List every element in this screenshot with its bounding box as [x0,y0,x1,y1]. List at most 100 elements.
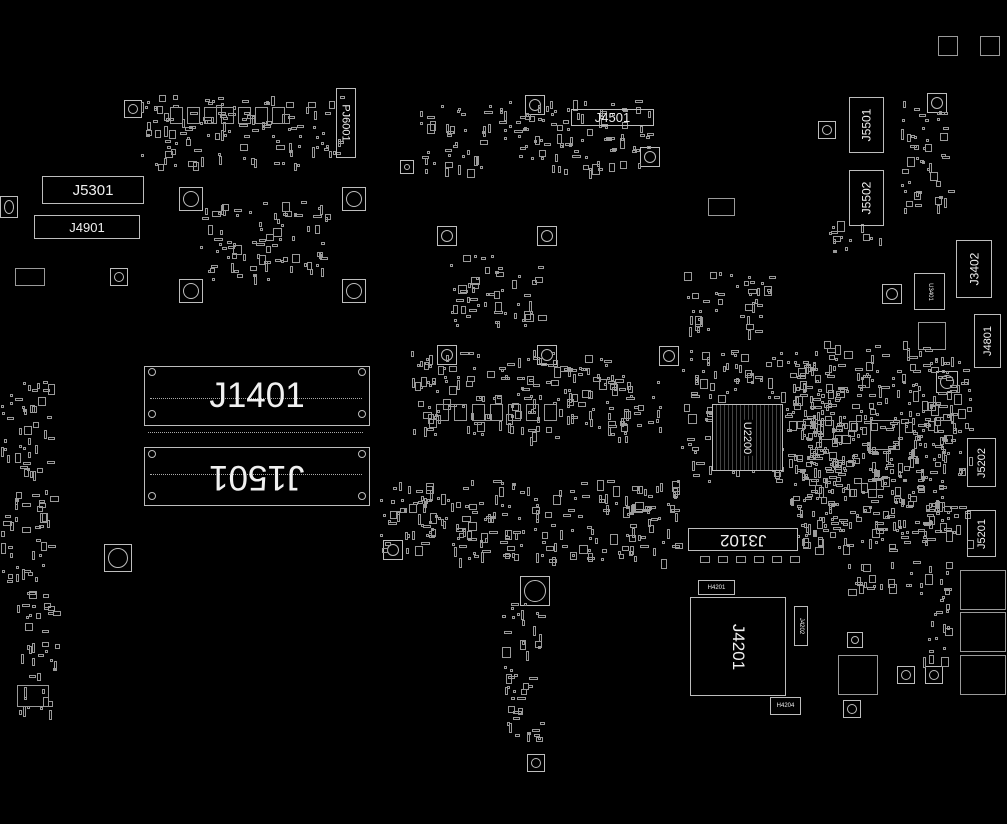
smd-pad [969,427,974,431]
smd-pad [655,418,659,424]
smd-pad [458,558,462,568]
smd-pad [741,353,750,363]
smd-pad [751,381,755,385]
smd-pad [666,502,670,506]
hole-h4201[interactable]: H4201 [698,580,735,595]
smd-pad [608,425,618,429]
smd-pad [622,545,630,551]
smd-pad [835,502,839,506]
connector-j4501[interactable]: J4501 [571,109,654,126]
smd-pad [444,161,454,168]
connector-j5502[interactable]: J5502 [849,170,884,226]
smd-pad [468,521,477,532]
connector-j5201[interactable]: J5201 [967,510,996,557]
connector-pj6001[interactable]: PJ6001 [336,88,356,158]
smd-pad [501,647,511,658]
smd-pad [865,372,869,376]
smd-pad [949,405,953,415]
hole-label: H4201 [707,584,726,591]
smd-pad [834,345,842,355]
smd-pad [252,129,260,133]
smd-pad [533,350,537,357]
connector-label: J1501 [209,457,305,497]
smd-pad [220,102,224,106]
connector-j1501[interactable]: J1501 [144,447,370,506]
connector-label: J4901 [69,219,105,235]
smd-pad [23,446,27,450]
smd-pad [275,258,282,262]
smd-pad [802,360,809,364]
smd-pad [549,558,557,563]
smd-pad [152,119,159,123]
smd-pad [829,365,833,373]
smd-pad [835,484,843,488]
connector-j4202[interactable]: J4202 [794,606,808,646]
mounting-hole [818,121,836,139]
smd-pad [458,545,467,549]
connector-j3402[interactable]: J3402 [956,240,992,298]
smd-pad [870,499,879,503]
chip-u3401[interactable]: U3401 [914,273,945,310]
smd-pad [599,357,603,361]
smd-pad [936,499,940,510]
smd-pad [901,532,905,536]
smd-pad [566,400,570,408]
smd-pad [40,707,44,711]
smd-pad [815,497,819,501]
smd-pad [804,534,808,538]
smd-pad [43,593,50,598]
connector-block [960,655,1006,695]
smd-pad [145,129,153,137]
pin-row [150,474,362,475]
smd-pad [812,415,816,419]
connector-j4801[interactable]: J4801 [974,314,1001,368]
smd-pad [735,284,739,288]
smd-pad [207,133,211,137]
smd-pad [557,134,562,145]
smd-pad [875,521,884,525]
smd-pad [145,134,151,138]
smd-pad [536,737,544,743]
smd-pad [939,405,948,409]
connector-j5501[interactable]: J5501 [849,97,884,153]
smd-pad [925,424,929,428]
connector-j4901[interactable]: J4901 [34,215,140,239]
smd-pad [0,543,7,554]
smd-pad [26,616,30,620]
smd-pad [813,415,817,425]
smd-pad [647,494,653,498]
smd-pad [832,235,842,243]
smd-pad [460,305,466,314]
smd-pad [239,144,249,152]
hole-h4204[interactable]: H4204 [770,697,801,715]
connector-j4201[interactable]: J4201 [690,597,786,696]
inductor [838,655,878,695]
smd-pad [884,467,888,471]
smd-pad [824,478,828,488]
smd-pad [890,469,895,474]
chip-u2200[interactable]: U2200 [712,404,783,471]
connector-j1401[interactable]: J1401 [144,366,370,426]
smd-pad [951,413,955,423]
smd-pad [597,426,601,430]
smd-pad [886,464,894,468]
smd-pad [207,225,214,235]
smd-pad [621,418,625,428]
smd-pad [531,507,540,515]
smd-pad [494,495,498,506]
smd-pad [530,157,534,161]
smd-pad [16,573,20,583]
smd-pad [735,363,739,370]
connector-j5301[interactable]: J5301 [42,176,144,204]
smd-pad [466,314,471,318]
smd-pad [421,542,431,546]
connector-j5202[interactable]: J5202 [967,438,996,487]
smd-pad [545,381,551,385]
smd-pad [48,436,55,440]
connector-j3102[interactable]: J3102 [688,528,798,551]
smd-pad [767,288,772,292]
smd-pad [31,551,35,561]
smd-pad [930,361,934,365]
connector-label: J5301 [72,181,114,199]
